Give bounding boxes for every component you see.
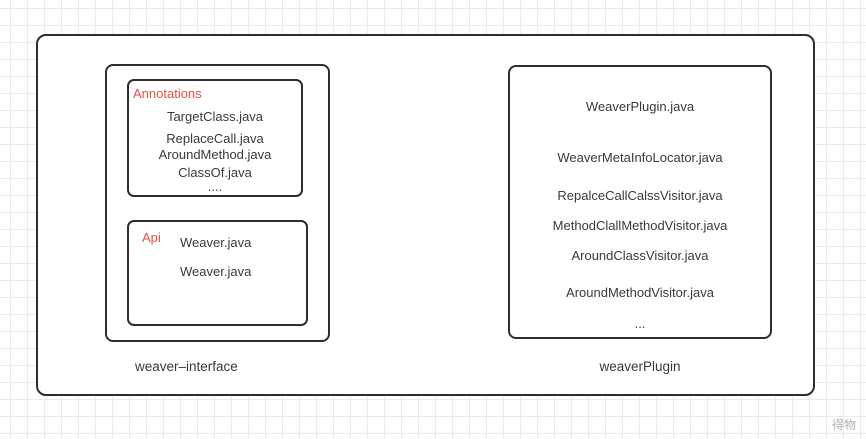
annotations-package-box: Annotations TargetClass.java ReplaceCall…: [127, 79, 303, 197]
file-item: WeaverMetaInfoLocator.java: [557, 150, 723, 165]
file-item: MethodClallMethodVisitor.java: [552, 218, 728, 233]
annotations-package-title: Annotations: [133, 86, 202, 101]
file-item: AroundMethodVisitor.java: [566, 285, 714, 300]
file-item: ReplaceCall.java: [166, 131, 264, 146]
file-item: RepalceCallCalssVisitor.java: [557, 188, 723, 203]
api-package-title: Api: [142, 230, 161, 245]
file-item: Weaver.java: [180, 235, 252, 250]
api-package-box: Api Weaver.java Weaver.java: [127, 220, 308, 326]
file-item: WeaverPlugin.java: [585, 99, 695, 114]
file-item: Weaver.java: [180, 264, 252, 279]
ellipsis-more-files: ...: [634, 316, 646, 331]
weaver-interface-module-label: weaver–interface: [135, 359, 238, 374]
file-item: AroundMethod.java: [158, 147, 272, 162]
weaver-plugin-module-box: WeaverPlugin.java WeaverMetaInfoLocator.…: [508, 65, 772, 339]
file-item: ClassOf.java: [178, 165, 252, 180]
weaver-plugin-module-label: weaverPlugin: [599, 359, 681, 374]
dewu-watermark: 得物: [831, 418, 856, 432]
file-item: AroundClassVisitor.java: [571, 248, 709, 263]
ellipsis-more-files: ....: [207, 179, 223, 194]
file-item: TargetClass.java: [166, 109, 264, 124]
